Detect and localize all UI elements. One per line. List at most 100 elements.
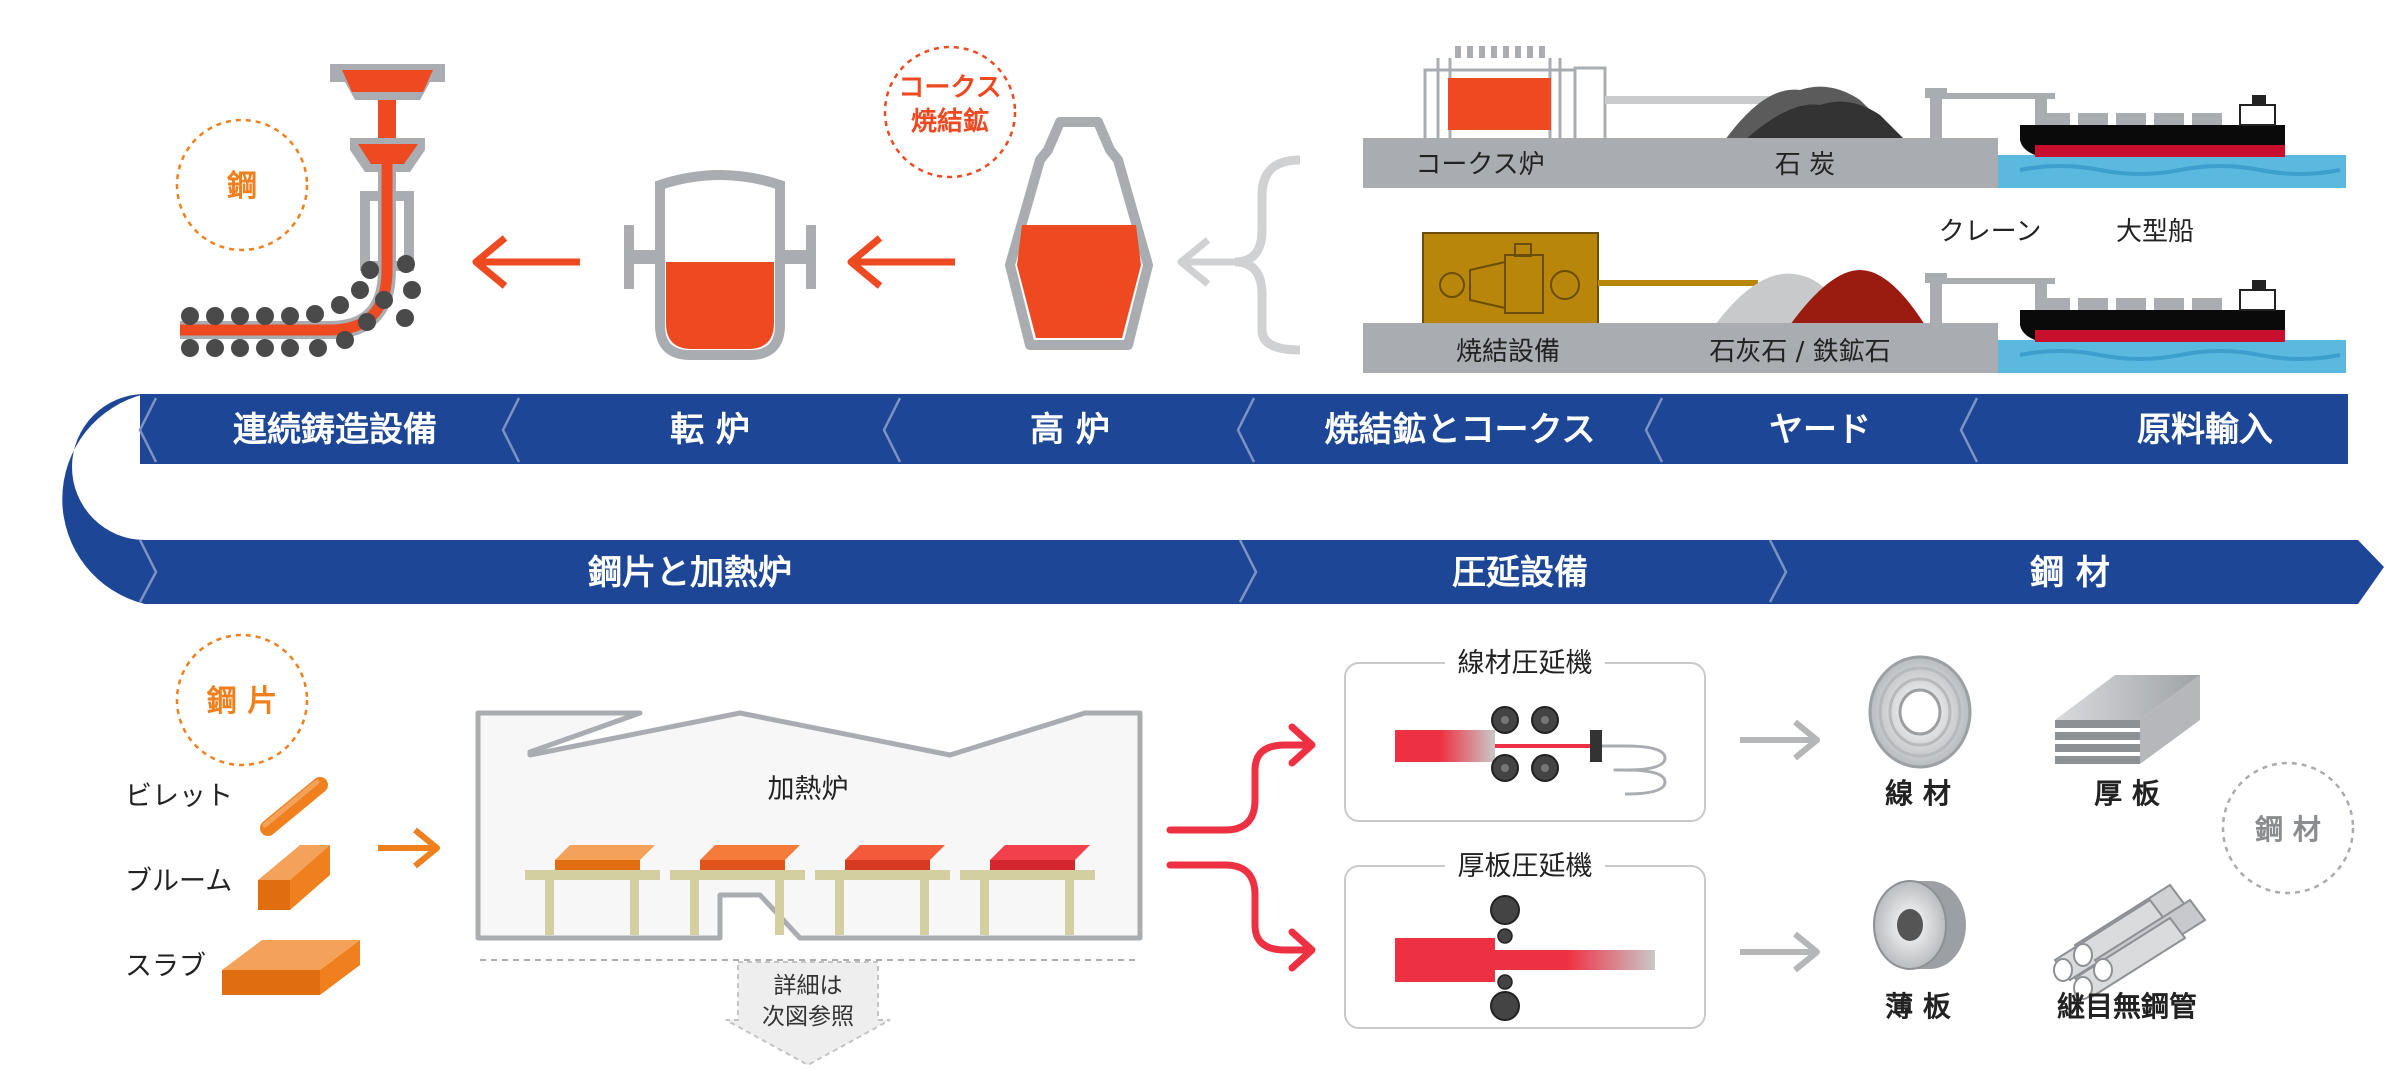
skid-rails (525, 870, 1095, 935)
details-note-line1: 詳細は (774, 973, 843, 999)
coke-sinter-circle (883, 45, 1017, 179)
band-label-blast-furnace: 高 炉 (1030, 410, 1110, 450)
split-arrows (1166, 723, 1316, 972)
band-top-row (140, 394, 2348, 464)
roller (256, 339, 274, 357)
thin-sheet-product (1873, 880, 1966, 970)
wire-mill-label: 線材圧延機 (1458, 648, 1593, 679)
seamless-pipe-label: 継目無鋼管 (2057, 990, 2197, 1023)
steel-products-circle (2221, 761, 2355, 895)
roller (331, 296, 349, 314)
sinter-plant-box (1422, 232, 1599, 326)
heating-slab (555, 845, 655, 870)
roller (397, 255, 415, 273)
billet-circle-label: 鋼 片 (207, 684, 277, 719)
seamless-pipe-product (2053, 883, 2207, 1000)
plate-output (1495, 950, 1655, 970)
roller (231, 307, 249, 325)
crane-label: クレーン (1939, 217, 2042, 247)
converter-shell (655, 170, 785, 360)
heating-slab (845, 845, 945, 870)
coke-platform (1363, 138, 1998, 188)
reheating-furnace: 加熱炉 詳細は (475, 710, 1143, 1067)
roller (309, 339, 327, 357)
roller (281, 339, 299, 357)
feed-bracket (1177, 155, 1301, 355)
thick-plate-label: 厚 板 (2094, 777, 2160, 810)
roller (358, 313, 376, 331)
strand-molten (180, 160, 393, 336)
roller (375, 291, 393, 309)
furnace-molten (1017, 225, 1141, 338)
furnace-body (475, 710, 1143, 941)
plate-mill: 厚板圧延機 (1344, 851, 1706, 1029)
steel-circle-label: 鋼 (227, 169, 257, 204)
coal-label: 石 炭 (1775, 150, 1835, 180)
band-label-sinter-coke: 焼結鉱とコークス (1325, 410, 1596, 450)
thin-sheet-label: 薄 板 (1885, 990, 1951, 1023)
bottom-band-separators (138, 539, 1788, 603)
band-label-yard: ヤード (1769, 410, 1871, 450)
sinter-platform (1363, 323, 1998, 373)
roller (206, 307, 224, 325)
sinter-label: 焼結鉱 (911, 106, 989, 137)
plate-mill-label: 厚板圧延機 (1458, 851, 1593, 882)
band-label-continuous-casting: 連続鋳造設備 (233, 410, 437, 450)
converter-molten (666, 262, 774, 349)
furnace-label: 加熱炉 (768, 774, 849, 805)
limestone-ore-label: 石灰石 / 鉄鉱石 (1709, 337, 1890, 367)
heating-slab (700, 845, 800, 870)
band-label-raw-material-import: 原料輸入 (2137, 410, 2273, 450)
band-label-billet-furnace: 鋼片と加熱炉 (588, 553, 792, 593)
roller (361, 261, 379, 279)
product-arrows (1740, 719, 1820, 973)
coke-label: コークス (898, 73, 1001, 103)
roller (281, 307, 299, 325)
billet-label: ビレット (125, 781, 233, 812)
flow-band: 連続鋳造設備 転 炉 高 炉 焼結鉱とコークス ヤード 原料輸入 鋼片と加熱炉 … (62, 394, 2385, 604)
roller (256, 307, 274, 325)
roller (306, 305, 324, 323)
sinter-plant-label: 焼結設備 (1456, 337, 1560, 367)
billet-shape (260, 777, 328, 836)
tundish-molten (358, 144, 418, 164)
wire-rod-mill: 線材圧延機 (1344, 648, 1706, 822)
ladle-molten (342, 70, 433, 92)
roller (181, 307, 199, 325)
sinter-row: 焼結設備 石灰石 / 鉄鉱石 クレーン 大型船 (1363, 217, 2346, 373)
band-label-steel-products: 鋼 材 (2030, 553, 2110, 593)
continuous-casting-machine: 鋼 (175, 64, 445, 357)
roller (403, 281, 421, 299)
semi-finished-products: 鋼 片 ビレット ブルーム スラブ (125, 633, 440, 995)
ship-bottom (2019, 280, 2341, 361)
slab-shape (222, 940, 360, 995)
ladle-nozzle (378, 100, 396, 138)
roller (181, 339, 199, 357)
band-label-converter: 転 炉 (670, 410, 750, 450)
band-label-rolling-equipment: 圧延設備 (1452, 553, 1588, 593)
roller (231, 339, 249, 357)
coke-oven-label: コークス炉 (1415, 150, 1544, 180)
wire-billet (1395, 730, 1495, 762)
band-shape (62, 394, 2385, 604)
top-band-separators (138, 397, 1979, 463)
converter-trunnion-right-post (806, 225, 816, 289)
large-ship-label: 大型船 (2116, 217, 2194, 247)
thick-plate-product (2055, 675, 2200, 764)
details-arrow (725, 961, 891, 1067)
strand-shell (180, 170, 396, 339)
coke-oven-fire (1448, 78, 1551, 130)
bloom-label: ブルーム (125, 866, 232, 897)
roller (396, 309, 414, 327)
roller (206, 339, 224, 357)
details-note-line2: 次図参照 (762, 1004, 854, 1030)
steel-circle (175, 118, 309, 252)
coke-conveyor (1605, 96, 1775, 104)
arrow-to-casting (472, 235, 580, 289)
roller (351, 281, 369, 299)
converter-trunnion-left-post (624, 225, 634, 289)
converter (624, 170, 816, 360)
sinter-conveyor (1598, 280, 1758, 286)
wire-rod-label: 線 材 (1885, 777, 1951, 810)
